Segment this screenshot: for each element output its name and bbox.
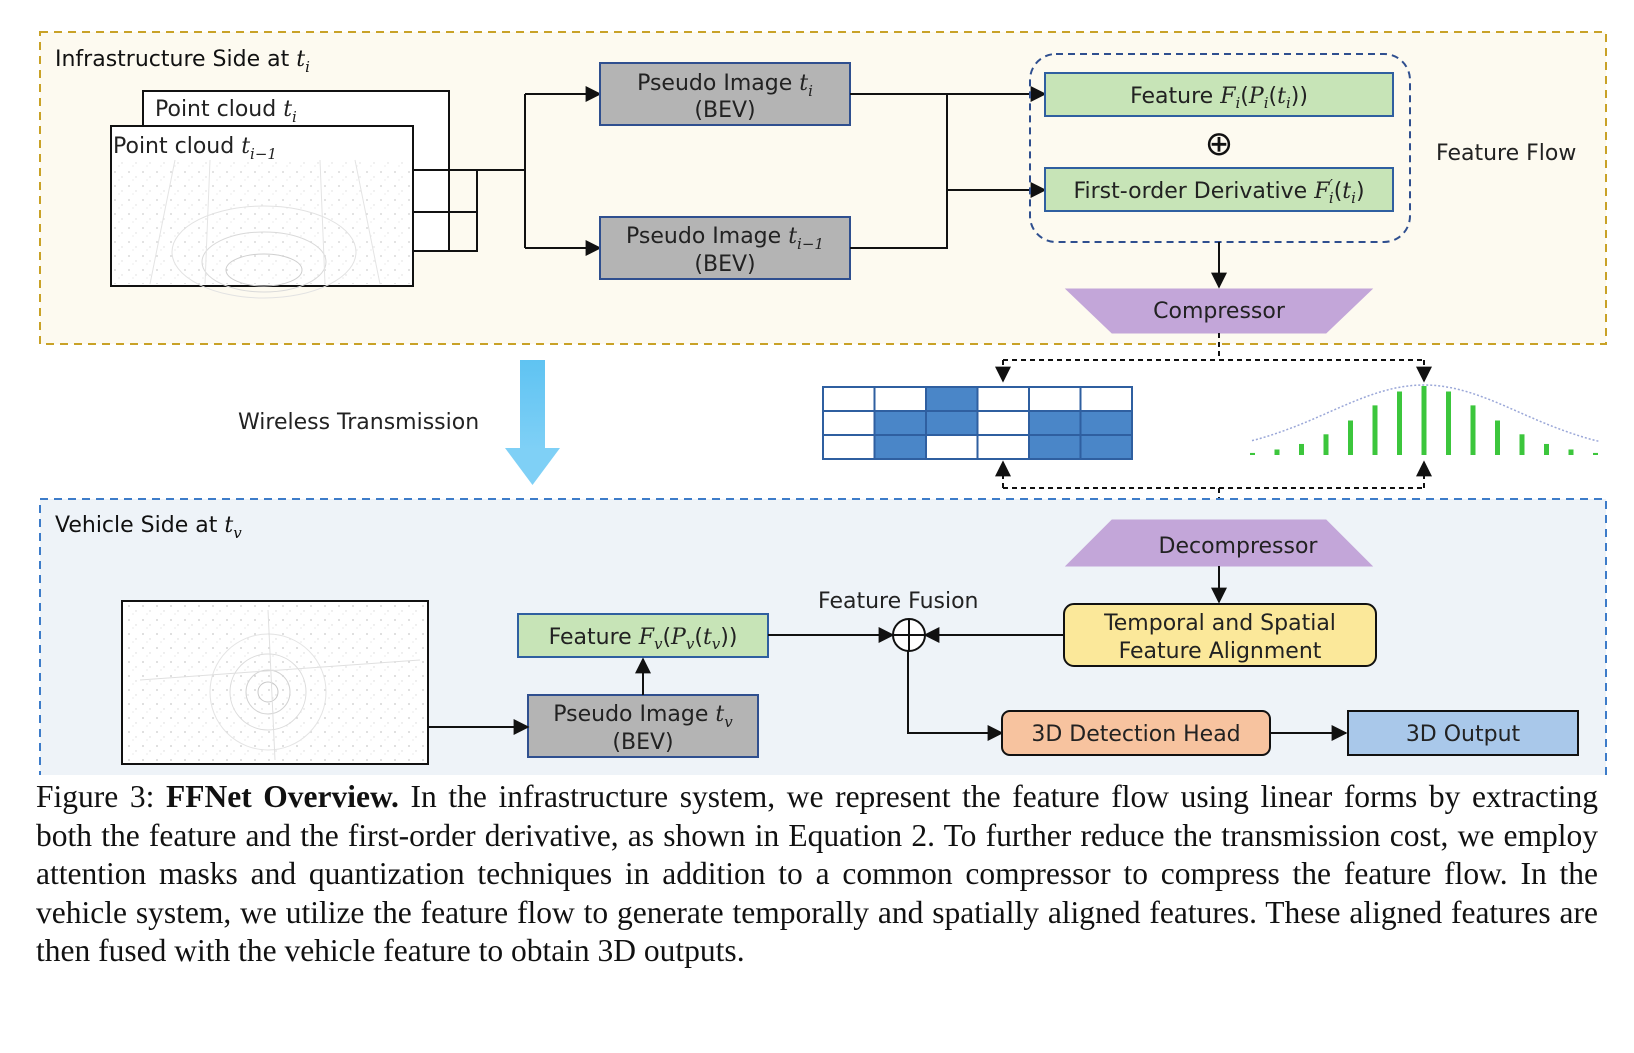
attention-mask-cell: [873, 386, 927, 412]
alignment-label-line1: Temporal and Spatial: [1103, 611, 1336, 636]
quantization-chart: [1250, 384, 1601, 455]
compressor-label: Compressor: [1153, 299, 1286, 324]
attention-mask-cell: [976, 434, 1030, 460]
feature-fusion-label: Feature Fusion: [818, 589, 979, 614]
attention-mask-cell: [822, 434, 876, 460]
detection-head-label: 3D Detection Head: [1031, 722, 1240, 747]
attention-mask-cell: [976, 386, 1030, 412]
pseudo-image-tv-bev: (BEV): [612, 730, 673, 755]
wireless-arrow-icon: [505, 360, 560, 485]
feature-fusion-oplus-icon: [892, 618, 926, 652]
pseudo-image-ti1-bev: (BEV): [694, 252, 755, 277]
infrastructure-title: Infrastructure Side at ti: [55, 47, 310, 76]
pseudo-to-feature-connectors: [850, 86, 1047, 249]
vehicle-feature-label: Feature Fv(Pv(tv)): [549, 625, 738, 653]
quantization-gaussian-curve: [1251, 384, 1601, 443]
caption-text: In the infrastructure system, we represe…: [36, 779, 1598, 968]
pseudo-image-tv-box: [527, 694, 759, 758]
compressor-dashed-connectors: [995, 333, 1432, 383]
feature-flow-label: Feature Flow: [1436, 141, 1576, 166]
attention-mask-cell: [1079, 434, 1133, 460]
attention-mask-cell: [925, 434, 979, 460]
feature-fi-label: Feature Fi(Pi(ti)): [1130, 84, 1308, 112]
attention-mask-cell: [822, 386, 876, 412]
compressor-shape: [1064, 288, 1374, 334]
figure-caption: Figure 3: FFNet Overview. In the infrast…: [36, 778, 1598, 971]
attention-mask-grid: [822, 386, 1133, 460]
wireless-transmission-label: Wireless Transmission: [238, 410, 479, 435]
vehicle-connectors: [428, 627, 1348, 741]
attention-mask-cell: [1028, 434, 1082, 460]
pseudo-image-ti-box: [599, 62, 851, 126]
caption-figure-label: Figure 3:: [36, 779, 166, 814]
decompressor-shape: [1064, 519, 1374, 567]
ffnet-diagram: Infrastructure Side at ti Point cloud ti…: [39, 31, 1607, 775]
oplus-feature-flow: ⊕: [1205, 124, 1234, 164]
vehicle-point-cloud-image: [125, 604, 425, 761]
point-cloud-ti-label: Point cloud ti: [155, 97, 297, 126]
point-cloud-ti1-label: Point cloud ti−1: [113, 134, 277, 163]
attention-mask-cell: [1079, 386, 1133, 412]
pseudo-image-ti1-label: Pseudo Image ti−1: [626, 224, 824, 253]
attention-mask-cell: [925, 386, 979, 412]
output-label: 3D Output: [1406, 722, 1521, 747]
decompressor-label: Decompressor: [1159, 534, 1319, 559]
output-box: [1347, 710, 1579, 756]
attention-mask-cell: [976, 410, 1030, 436]
attention-mask-cell: [822, 410, 876, 436]
attention-mask-cell: [1028, 410, 1082, 436]
attention-mask-cell: [873, 410, 927, 436]
alignment-label-line2: Feature Alignment: [1119, 639, 1322, 664]
feature-fi-box: [1044, 72, 1394, 117]
attention-mask-cell: [873, 434, 927, 460]
detection-head-box: [1001, 710, 1271, 756]
attention-mask-cell: [925, 410, 979, 436]
pseudo-image-ti1-box: [599, 216, 851, 280]
feature-derivative-label: First-order Derivative F′i(ti): [1073, 176, 1364, 207]
feature-derivative-box: [1044, 167, 1394, 212]
attention-mask-cell: [1028, 386, 1082, 412]
attention-mask-cell: [1079, 410, 1133, 436]
pseudo-image-ti-bev: (BEV): [694, 98, 755, 123]
pseudo-image-ti-label: Pseudo Image ti: [637, 71, 813, 100]
decompressor-dashed-connectors: [995, 460, 1432, 520]
caption-title: FFNet Overview.: [165, 779, 399, 814]
point-cloud-lidar-image: [114, 159, 410, 299]
vehicle-title: Vehicle Side at tv: [55, 513, 242, 542]
pseudo-image-tv-label: Pseudo Image tv: [553, 702, 733, 731]
point-cloud-connectors: [413, 86, 602, 256]
